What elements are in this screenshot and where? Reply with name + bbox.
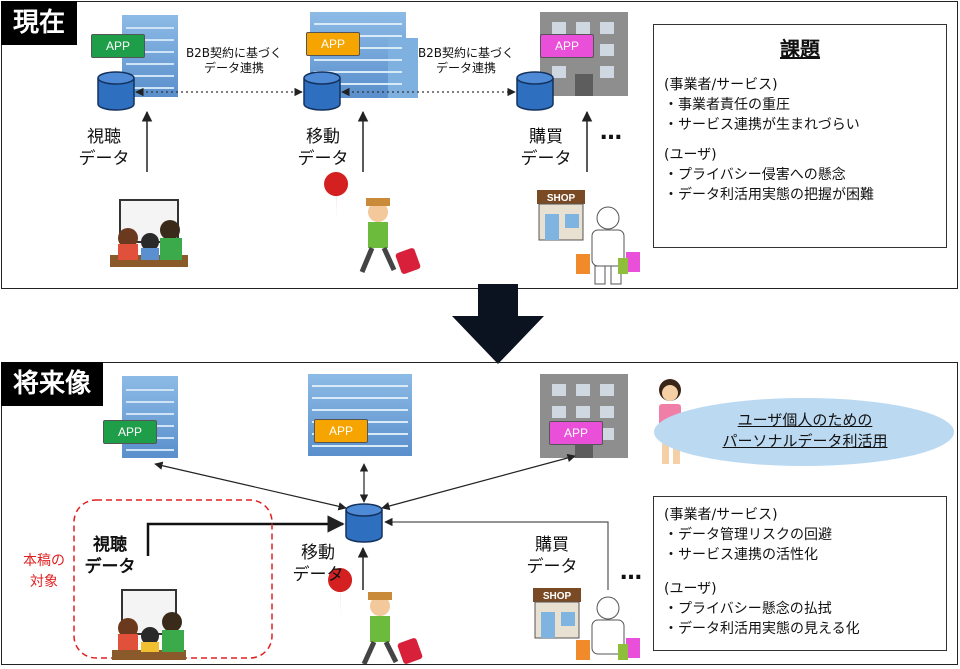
connector-arrow [381, 453, 576, 511]
shop-illustration: SHOP [537, 190, 585, 241]
issue-item: ・プライバシー侵害への懸念 [664, 167, 846, 183]
shop-illustration: SHOP [533, 588, 581, 639]
issues-box: 課題 (事業者/サービス) ・事業者責任の重圧 ・サービス連携が生まれづらい (… [653, 24, 947, 248]
cloud-line: パーソナルデータ利活用 [722, 432, 888, 450]
cloud-text: ユーザ個人のための パーソナルデータ利活用 [680, 410, 930, 452]
benefit-item: ・プライバシー懸念の払拭 [664, 601, 832, 617]
b2b-label: B2B契約に基づく データ連携 [185, 46, 283, 75]
db-icon [345, 503, 383, 543]
app-badge: APP [91, 34, 145, 58]
connector-arrow [384, 517, 609, 590]
future-panel [1, 362, 958, 665]
issue-item: ・サービス連携が生まれづらい [664, 117, 860, 133]
purchase-data-label: 購買 データ [526, 535, 578, 577]
connector-arrow [381, 246, 397, 272]
ellipsis: … [620, 560, 643, 585]
movement-data-label: 移動 データ [297, 127, 349, 169]
current-tag: 現在 [1, 1, 78, 45]
issues-title: 課題 [780, 37, 820, 61]
app-badge: APP [306, 32, 360, 56]
viewing-data-label: 視聴 データ [78, 127, 130, 169]
ellipsis: … [600, 120, 623, 145]
benefits-box: (事業者/サービス) ・データ管理リスクの回避 ・サービス連携の活性化 (ユーザ… [653, 496, 947, 651]
tv-family-illustration [110, 199, 188, 267]
benefits-biz-head: (事業者/サービス) [664, 507, 778, 523]
db-icon [97, 71, 135, 111]
app-badge: APP [549, 421, 603, 445]
benefit-item: ・データ利活用実態の見える化 [664, 621, 860, 637]
shop-sign: SHOP [547, 193, 576, 204]
benefit-item: ・データ管理リスクの回避 [664, 527, 832, 543]
movement-data-label: 移動 データ [292, 543, 344, 585]
transition-arrow [452, 284, 544, 364]
cloud-line: ユーザ個人のための [737, 411, 873, 429]
future-tag: 将来像 [1, 362, 104, 406]
focus-viewing-label: 視聴 データ [84, 535, 136, 577]
connector-arrow [361, 640, 377, 666]
db-icon [516, 71, 554, 111]
focus-note: 本稿の 対象 [23, 553, 65, 590]
issue-item: ・データ利活用実態の把握が困難 [664, 187, 874, 203]
connector-arrow [146, 515, 345, 556]
issues-biz-head: (事業者/サービス) [664, 77, 778, 93]
b2b-label: B2B契約に基づく データ連携 [417, 46, 515, 75]
db-icon [303, 71, 341, 111]
connector-arrow [383, 640, 399, 664]
traveler-illustration [328, 568, 423, 666]
shopper-illustration [576, 596, 640, 660]
shopper-illustration [576, 206, 640, 285]
issues-user-head: (ユーザ) [664, 147, 717, 163]
tv-family-illustration [112, 589, 186, 660]
app-badge: APP [103, 420, 157, 444]
benefit-item: ・サービス連携の活性化 [664, 547, 818, 563]
traveler-illustration [324, 172, 421, 274]
app-badge: APP [540, 34, 594, 58]
shop-sign: SHOP [543, 591, 572, 602]
personal-data-cloud [654, 398, 954, 466]
connector-arrow [359, 247, 375, 273]
connector-arrow [154, 461, 347, 511]
purchase-data-label: 購買 データ [520, 127, 572, 169]
issue-item: ・事業者責任の重圧 [664, 97, 790, 113]
benefits-user-head: (ユーザ) [664, 581, 717, 597]
app-badge: APP [314, 419, 368, 443]
